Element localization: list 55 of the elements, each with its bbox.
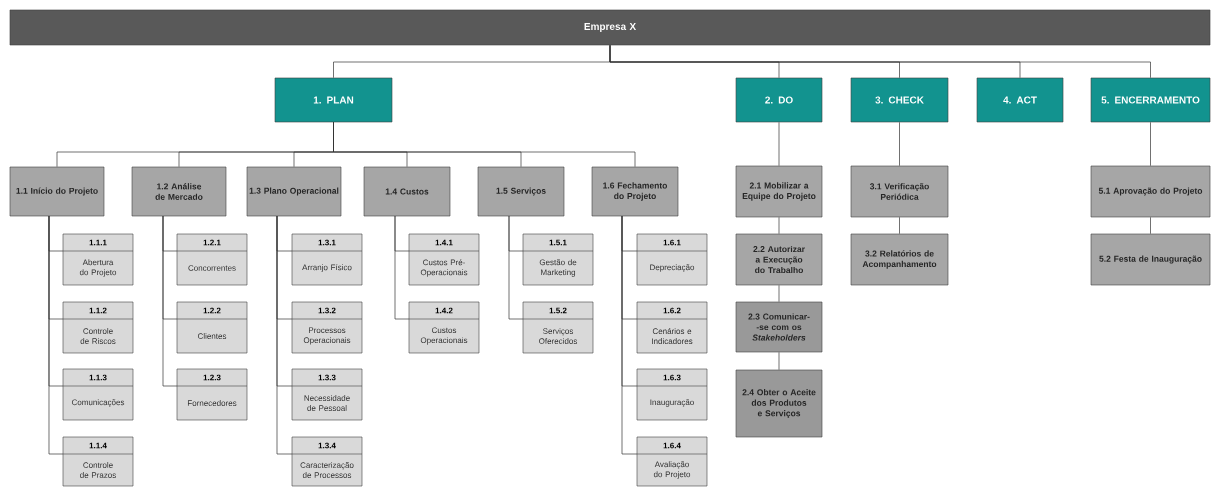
work-package-box: 1.2 Análise de Mercado [131,166,227,217]
work-package-box: 5.2 Festa de Inauguração [1090,233,1211,286]
connector-line [333,121,636,168]
work-package-box: 3.2 Relatórios de Acompanhamento [850,233,949,286]
connector-line [508,215,524,320]
phase-box: 5. ENCERRAMENTO [1090,77,1211,123]
work-package-box: 2.3 Comunicar- -se com os Stakeholders [735,301,823,353]
work-package-box: 5.1 Aprovação do Projeto [1090,165,1211,218]
activity-box: 1.2.2 Clientes [176,301,248,354]
connector-line [899,216,900,235]
connector-line [276,215,293,455]
activity-box: 1.4.2 Custos Operacionais [408,301,480,354]
work-package-box: 1.3 Plano Operacional [246,166,342,217]
phase-box: 4. ACT [976,77,1064,123]
connector-line [778,216,780,235]
activity-box: 1.3.1 Arranjo Físico [291,233,363,286]
work-package-box: 2.2 Autorizar a Execução do Trabalho [735,233,823,286]
phase-box: 1. PLAN [274,77,393,123]
activity-box: 1.6.1 Depreciação [636,233,708,286]
activity-box: 1.3.4 Caracterização de Processos [291,436,363,487]
activity-box: 1.2.3 Fornecedores [176,368,248,421]
activity-box: 1.6.3 Inauguração [636,368,708,421]
activity-box: 1.5.1 Gestão de Marketing [522,233,594,286]
connector-line [48,215,64,455]
connector-line [1150,216,1151,235]
phase-box: 2. DO [735,77,823,123]
connector-line [778,121,780,167]
work-package-box: 1.5 Serviços [477,166,565,217]
connector-line [394,215,410,320]
connector-line [899,121,900,167]
work-package-box: 2.4 Obter o Aceite dos Produtos e Serviços [735,369,823,438]
connector-line [609,44,1151,79]
work-package-box: 2.1 Mobilizar a Equipe do Projeto [735,165,823,218]
activity-box: 1.1.1 Abertura do Projeto [62,233,134,286]
activity-box: 1.4.1 Custos Pré- Operacionais [408,233,480,286]
activity-box: 1.3.3 Necessidade de Pessoal [291,368,363,421]
work-package-box: 1.6 Fechamento do Projeto [591,166,679,217]
title-bar: Empresa X [9,9,1211,46]
work-package-box: 3.1 Verificação Periódica [850,165,949,218]
connector-line [1150,121,1151,167]
activity-box: 1.6.4 Avaliação do Projeto [636,436,708,487]
connector-line [778,284,780,303]
connector-line [778,351,780,371]
connector-line [162,215,178,387]
activity-box: 1.1.3 Comunicações [62,368,134,421]
activity-box: 1.1.2 Controle de Riscos [62,301,134,354]
phase-box: 3. CHECK [850,77,949,123]
activity-box: 1.3.2 Processos Operacionais [291,301,363,354]
work-package-box: 1.1 Início do Projeto [9,166,105,217]
connector-line [621,215,638,455]
activity-box: 1.2.1 Concorrentes [176,233,248,286]
activity-box: 1.1.4 Controle de Prazos [62,436,134,487]
activity-box: 1.6.2 Cenários e Indicadores [636,301,708,354]
activity-box: 1.5.2 Serviços Oferecidos [522,301,594,354]
work-package-box: 1.4 Custos [363,166,451,217]
